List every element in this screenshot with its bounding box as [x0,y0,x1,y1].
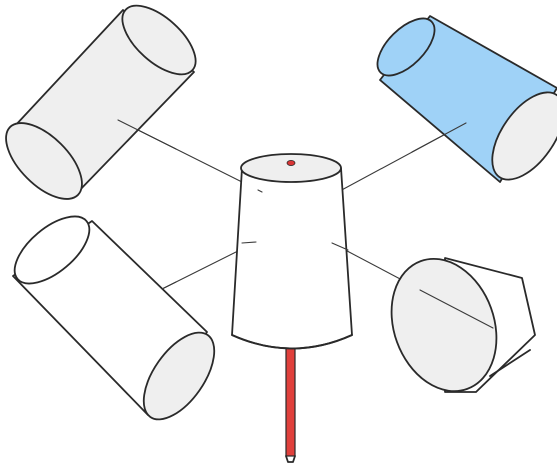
top-right-cup [376,15,557,183]
connector-overlays [117,119,494,329]
stick [285,347,296,463]
top-left-cup [5,4,197,200]
center-cup [231,153,353,350]
bottom-right-cup [390,257,536,393]
bottom-left-cup [12,215,216,421]
center-dot [286,159,296,166]
